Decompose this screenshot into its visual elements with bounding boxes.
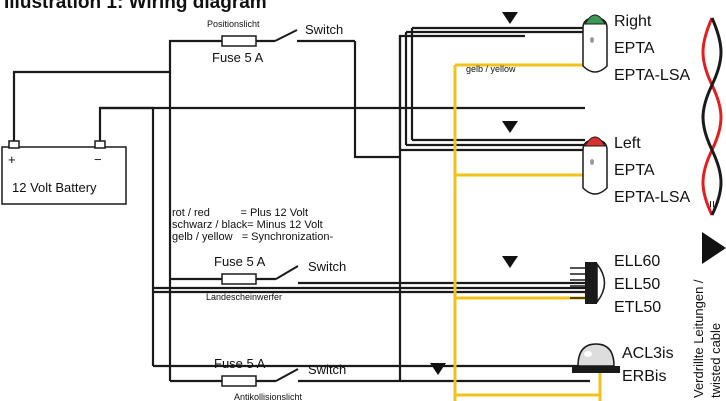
legend-line-red: rot / red = Plus 12 Volt bbox=[172, 207, 308, 219]
legend-line-black: schwarz / black= Minus 12 Volt bbox=[172, 219, 323, 231]
legend-line-yellow: gelb / yellow = Synchronization- bbox=[172, 231, 333, 243]
direction-markers bbox=[430, 12, 518, 375]
diagram-title: Illustration 1: Wiring diagram bbox=[4, 0, 267, 13]
triangle-marker bbox=[502, 12, 518, 24]
twisted-black-wire bbox=[701, 17, 723, 216]
battery-minus-sign: − bbox=[94, 152, 102, 167]
device-acl3is: ACL3is ERBis bbox=[572, 343, 674, 385]
battery-minus-terminal bbox=[94, 140, 106, 149]
battery-label: 12 Volt Battery bbox=[12, 180, 97, 195]
red-lens bbox=[584, 136, 606, 147]
twisted-cable: = Verdrillte Leitungen / twisted cable bbox=[691, 17, 726, 398]
device-name: Right bbox=[614, 13, 652, 30]
fuse-landescheinwerfer: Fuse 5 A Switch Landescheinwerfer bbox=[206, 254, 346, 302]
triangle-marker bbox=[502, 121, 518, 133]
switch-levers bbox=[274, 29, 299, 382]
nav-light-housing bbox=[582, 17, 608, 73]
device-model: ELL50 bbox=[614, 276, 660, 293]
device-left-epta: Left EPTA EPTA-LSA bbox=[582, 135, 691, 206]
device-ell60: ELL60 ELL50 ETL50 bbox=[570, 253, 661, 316]
battery-plus-terminal bbox=[8, 140, 20, 149]
yellow-wires bbox=[453, 63, 602, 401]
device-model-alt: ETL50 bbox=[614, 299, 661, 316]
strobe-dome bbox=[577, 343, 615, 367]
wire-color-legend: rot / red = Plus 12 Volt schwarz / black… bbox=[172, 207, 333, 243]
device-model: EPTA bbox=[614, 162, 655, 179]
device-model-alt: EPTA-LSA bbox=[614, 189, 691, 206]
black-wires bbox=[12, 26, 590, 383]
twisted-red-wire bbox=[701, 17, 723, 216]
battery: + − 12 Volt Battery bbox=[1, 140, 127, 205]
device-model: EPTA bbox=[614, 40, 655, 57]
fuse-antikollisionslicht: Fuse 5 A Switch Antikollisionslicht bbox=[214, 356, 346, 401]
fuse-caption: Landescheinwerfer bbox=[206, 292, 282, 302]
switch-label: Switch bbox=[308, 259, 346, 274]
twisted-label-en: twisted cable bbox=[708, 323, 723, 398]
triangle-marker bbox=[430, 363, 446, 375]
switch-label: Switch bbox=[308, 362, 346, 377]
fuse-symbol bbox=[221, 375, 257, 387]
twisted-arrow bbox=[702, 232, 726, 264]
device-model-alt: EPTA-LSA bbox=[614, 67, 691, 84]
lamp-lens bbox=[596, 261, 606, 305]
device-right-epta: Right EPTA EPTA-LSA bbox=[582, 13, 691, 84]
yellow-wire-label: gelb / yellow bbox=[466, 64, 516, 74]
twisted-label-de: Verdrillte Leitungen / bbox=[691, 279, 706, 398]
fuse-symbol bbox=[221, 273, 257, 285]
fuse-label: Fuse 5 A bbox=[214, 356, 266, 371]
lens-highlight bbox=[590, 37, 594, 43]
fuse-positionslicht: Positionslicht Fuse 5 A Switch bbox=[207, 19, 343, 65]
device-model: ERBis bbox=[622, 368, 666, 385]
device-name: ELL60 bbox=[614, 253, 660, 270]
twisted-equals: = bbox=[704, 200, 719, 208]
connector-pins bbox=[570, 267, 585, 299]
green-lens bbox=[584, 14, 606, 25]
triangle-marker bbox=[502, 256, 518, 268]
device-name: ACL3is bbox=[622, 345, 674, 362]
nav-light-housing bbox=[582, 139, 608, 195]
lamp-base bbox=[585, 262, 597, 304]
battery-plus-sign: + bbox=[8, 152, 16, 167]
device-name: Left bbox=[614, 135, 641, 152]
strobe-base bbox=[572, 366, 620, 373]
fuse-caption: Antikollisionslicht bbox=[234, 392, 303, 401]
fuse-label: Fuse 5 A bbox=[214, 254, 266, 269]
fuse-caption: Positionslicht bbox=[207, 19, 260, 29]
battery-body bbox=[1, 146, 127, 205]
dome-highlight bbox=[584, 351, 592, 357]
switch-label: Switch bbox=[305, 22, 343, 37]
fuse-symbol bbox=[221, 35, 257, 47]
lens-highlight bbox=[590, 159, 594, 165]
fuse-label: Fuse 5 A bbox=[212, 50, 264, 65]
